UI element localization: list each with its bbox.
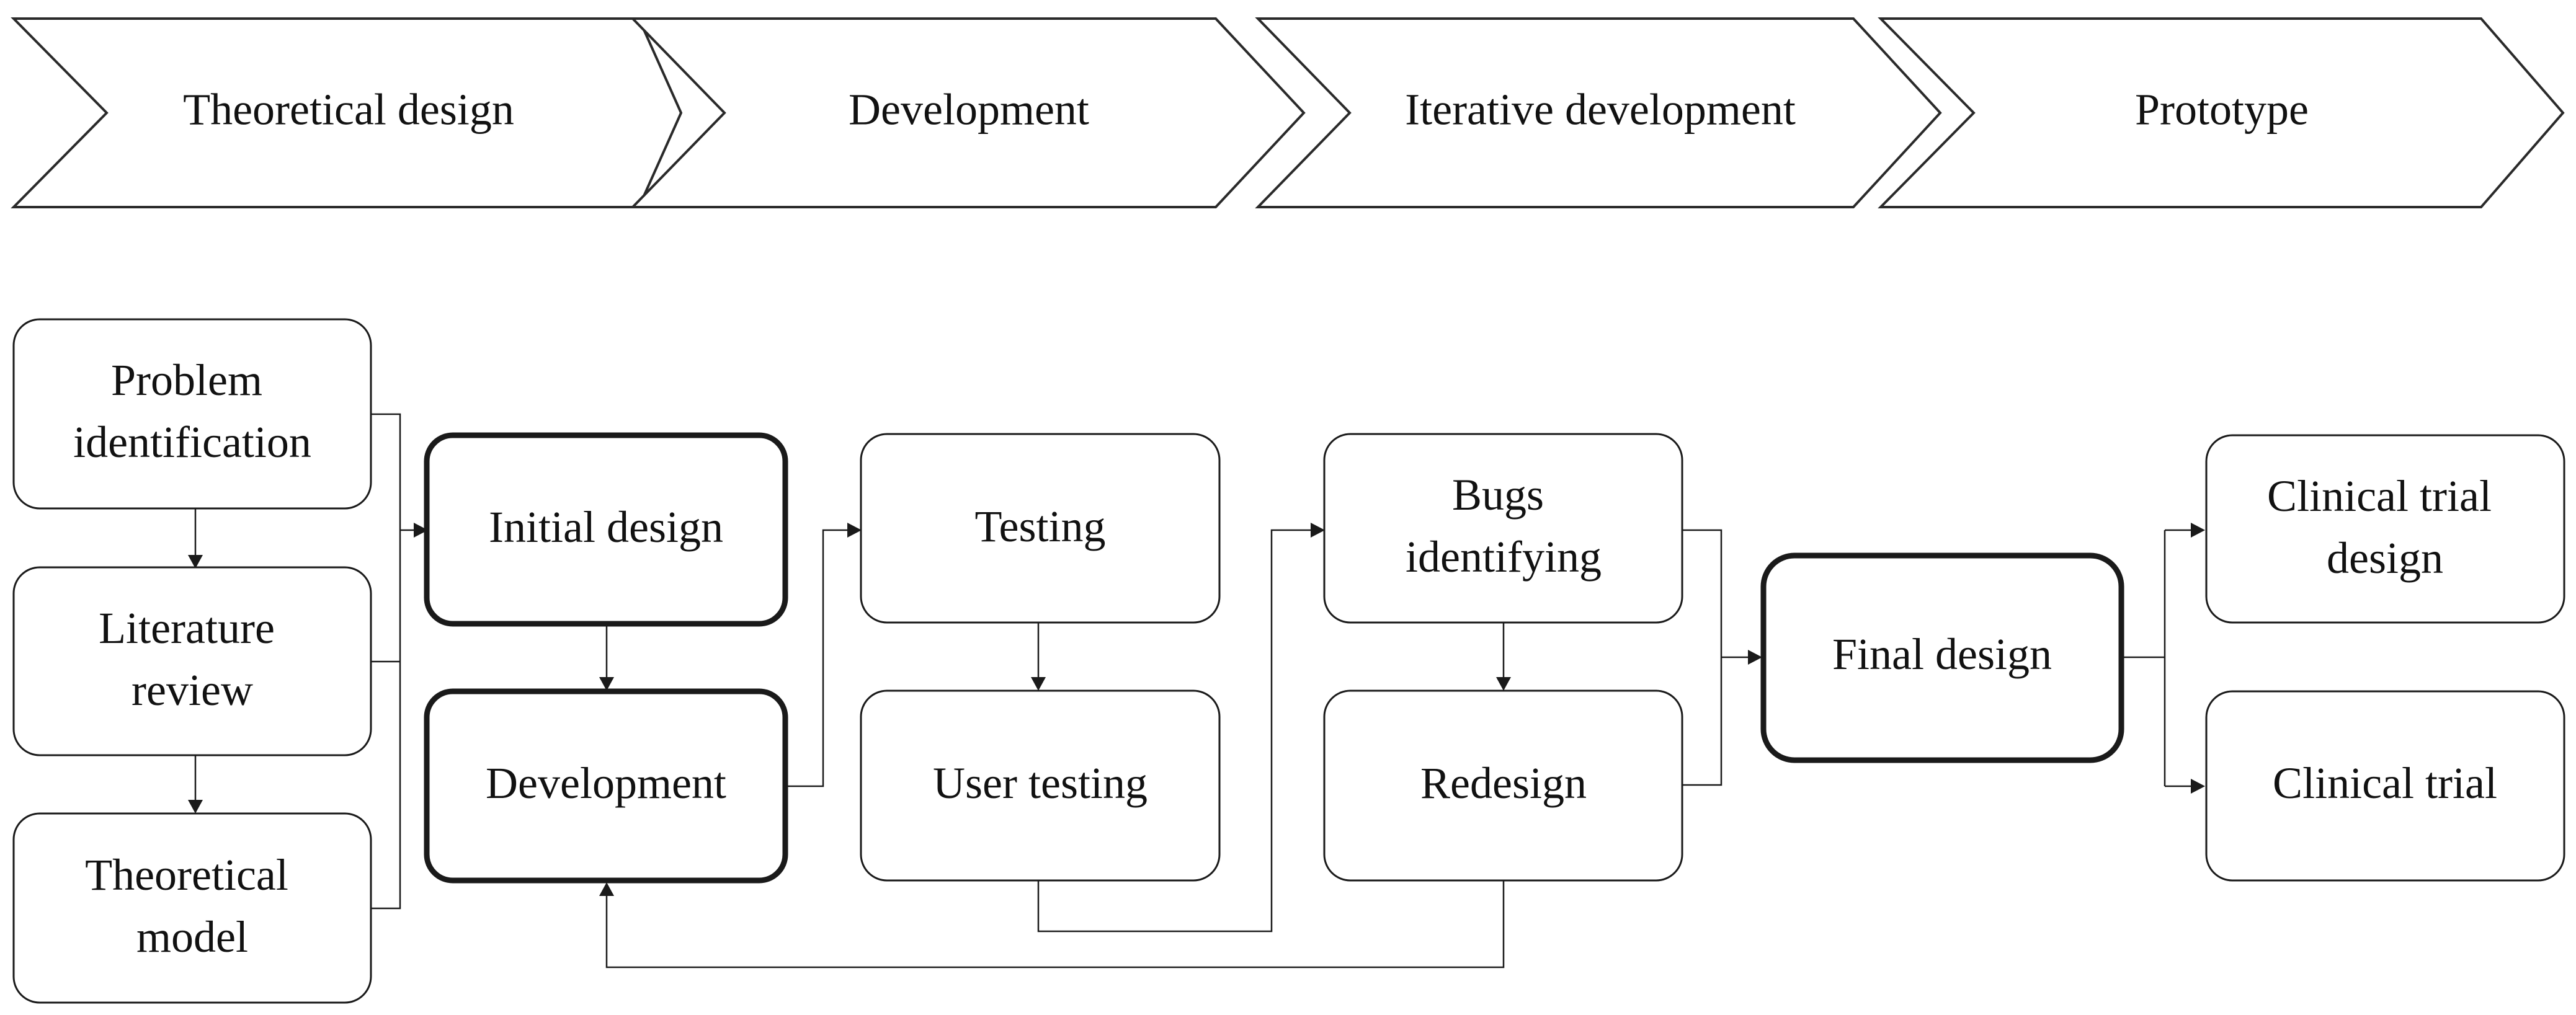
step-bugs-identifying: Bugs identifying <box>1323 433 1683 624</box>
connector-final-to-clinical <box>2121 529 2193 787</box>
step-development: Development <box>424 688 788 884</box>
svg-text:Problem identification: Problem identification <box>73 355 311 467</box>
phase-label: Development <box>849 85 1089 135</box>
arrowhead <box>1748 650 1762 665</box>
arrowhead <box>188 555 203 569</box>
step-label-line: identification <box>73 417 311 467</box>
svg-text:Testing: Testing <box>975 502 1106 551</box>
step-clinical-trial: Clinical trial <box>2205 690 2565 882</box>
arrowhead <box>2191 523 2205 538</box>
step-label-line: Theoretical <box>85 850 288 900</box>
phase-label: Prototype <box>2135 85 2309 135</box>
step-testing: Testing <box>860 433 1221 624</box>
step-clinical-trial-design: Clinical trial design <box>2205 434 2565 624</box>
phase-chevron-development: Development <box>630 17 1306 208</box>
phase-banner: Theoretical design Development Iterative… <box>11 17 2565 208</box>
arrowhead <box>2191 779 2205 794</box>
arrowhead <box>1311 523 1325 538</box>
step-label-line: Development <box>486 758 726 808</box>
step-label-line: Clinical trial <box>2267 471 2492 521</box>
arrowhead <box>847 523 862 538</box>
svg-text:Redesign: Redesign <box>1420 758 1587 808</box>
phase-label: Theoretical design <box>183 85 514 135</box>
connectors <box>188 413 2205 968</box>
step-label-line: model <box>136 912 248 962</box>
step-label-line: identifying <box>1406 532 1602 582</box>
phase-chevron-theoretical-design: Theoretical design <box>11 17 683 208</box>
step-user-testing: User testing <box>860 689 1221 882</box>
svg-text:Clinical trial design: Clinical trial design <box>2267 471 2503 583</box>
arrowhead <box>599 677 614 691</box>
step-literature-review: Literature review <box>12 566 372 756</box>
step-label-line: Literature <box>99 603 275 653</box>
step-label-line: design <box>2327 533 2443 583</box>
connector-left-column-bracket <box>371 413 416 910</box>
step-initial-design: Initial design <box>424 432 788 627</box>
arrowhead <box>1031 677 1046 691</box>
step-label-line: User testing <box>933 758 1148 808</box>
step-final-design: Final design <box>1760 552 2124 763</box>
step-label-line: Redesign <box>1420 758 1587 808</box>
arrowhead <box>188 800 203 813</box>
step-label-line: Testing <box>975 502 1106 551</box>
step-label-line: Problem <box>111 355 262 405</box>
step-label-line: Bugs <box>1452 470 1544 520</box>
svg-text:Clinical trial: Clinical trial <box>2273 758 2497 808</box>
svg-text:Development: Development <box>486 758 726 808</box>
phase-label: Iterative development <box>1405 85 1796 135</box>
svg-text:User testing: User testing <box>933 758 1148 808</box>
step-label-line: Final design <box>1832 629 2052 679</box>
phase-chevron-iterative-development: Iterative development <box>1255 17 1942 208</box>
svg-text:Literature review: Literature review <box>99 603 286 715</box>
phase-chevron-prototype: Prototype <box>1878 17 2565 208</box>
step-label-line: review <box>131 665 253 715</box>
svg-text:Final design: Final design <box>1832 629 2052 679</box>
connector-redesign-to-development <box>605 880 1505 968</box>
step-problem-identification: Problem identification <box>12 318 372 510</box>
arrowhead <box>414 523 428 538</box>
arrowhead <box>1496 677 1511 691</box>
connector-user-testing-to-bugs <box>1037 529 1312 933</box>
svg-text:Initial design: Initial design <box>489 502 723 552</box>
steps: Problem identification Literature review… <box>12 318 2565 1004</box>
connector-development-to-testing <box>785 529 850 787</box>
step-theoretical-model: Theoretical model <box>12 812 372 1004</box>
connector-iteration-to-final <box>1682 529 1749 786</box>
svg-text:Bugs identifying: Bugs identifying <box>1406 470 1602 582</box>
step-label-line: Initial design <box>489 502 723 552</box>
step-redesign: Redesign <box>1323 689 1683 882</box>
step-label-line: Clinical trial <box>2273 758 2497 808</box>
svg-text:Theoretical model: Theoretical model <box>85 850 300 962</box>
arrowhead <box>599 882 614 896</box>
